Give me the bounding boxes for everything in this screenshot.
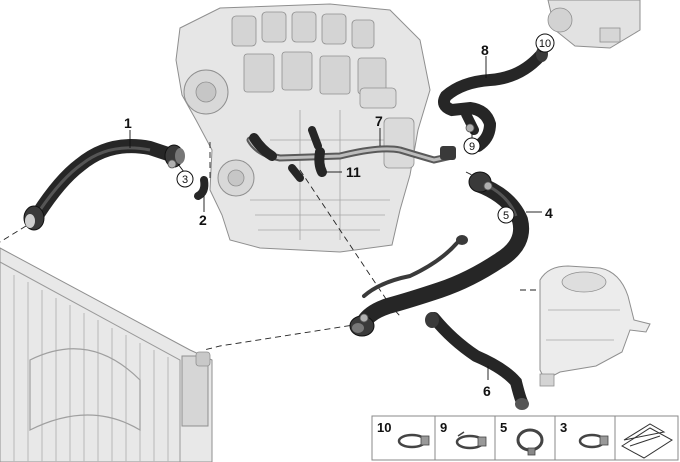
callout-10-circle — [535, 33, 555, 53]
callout-9-circle — [463, 137, 481, 155]
clamp-9-icon — [455, 431, 487, 450]
callout-4: 4 — [545, 205, 553, 221]
callout-2: 2 — [199, 212, 207, 228]
hose-2 — [194, 176, 209, 200]
callout-7: 7 — [375, 113, 383, 129]
clamp-3-icon — [578, 433, 609, 449]
hose-1 — [23, 139, 185, 231]
callout-3: 3 — [182, 174, 188, 186]
callout-3-circle — [176, 170, 194, 188]
callout-5: 5 — [503, 210, 509, 222]
clamp-5-icon — [516, 428, 544, 456]
callouts: 1 2 3 4 5 6 7 8 9 10 11 — [124, 33, 555, 399]
pipe-7 — [246, 126, 456, 182]
clamp-10-icon — [397, 433, 430, 449]
engine-block — [175, 3, 431, 253]
callout-6: 6 — [483, 383, 491, 399]
expansion-tank — [539, 265, 651, 387]
callout-10: 10 — [539, 38, 551, 50]
callout-11: 11 — [346, 164, 361, 180]
water-pump — [547, 0, 641, 49]
kit-symbol-icon — [621, 423, 673, 459]
hose-8 — [438, 46, 548, 152]
parts-legend: 10 9 5 3 — [371, 415, 679, 461]
radiator — [0, 247, 213, 462]
callout-9: 9 — [469, 141, 475, 153]
legend-label-9: 9 — [440, 420, 447, 435]
callout-8: 8 — [481, 42, 489, 58]
hose-6 — [425, 312, 529, 410]
legend-label-10: 10 — [377, 420, 391, 435]
callout-1: 1 — [124, 115, 132, 131]
legend-label-3: 3 — [560, 420, 567, 435]
callout-5-circle — [497, 206, 515, 224]
legend-label-5: 5 — [500, 420, 507, 435]
clamps — [167, 123, 493, 323]
